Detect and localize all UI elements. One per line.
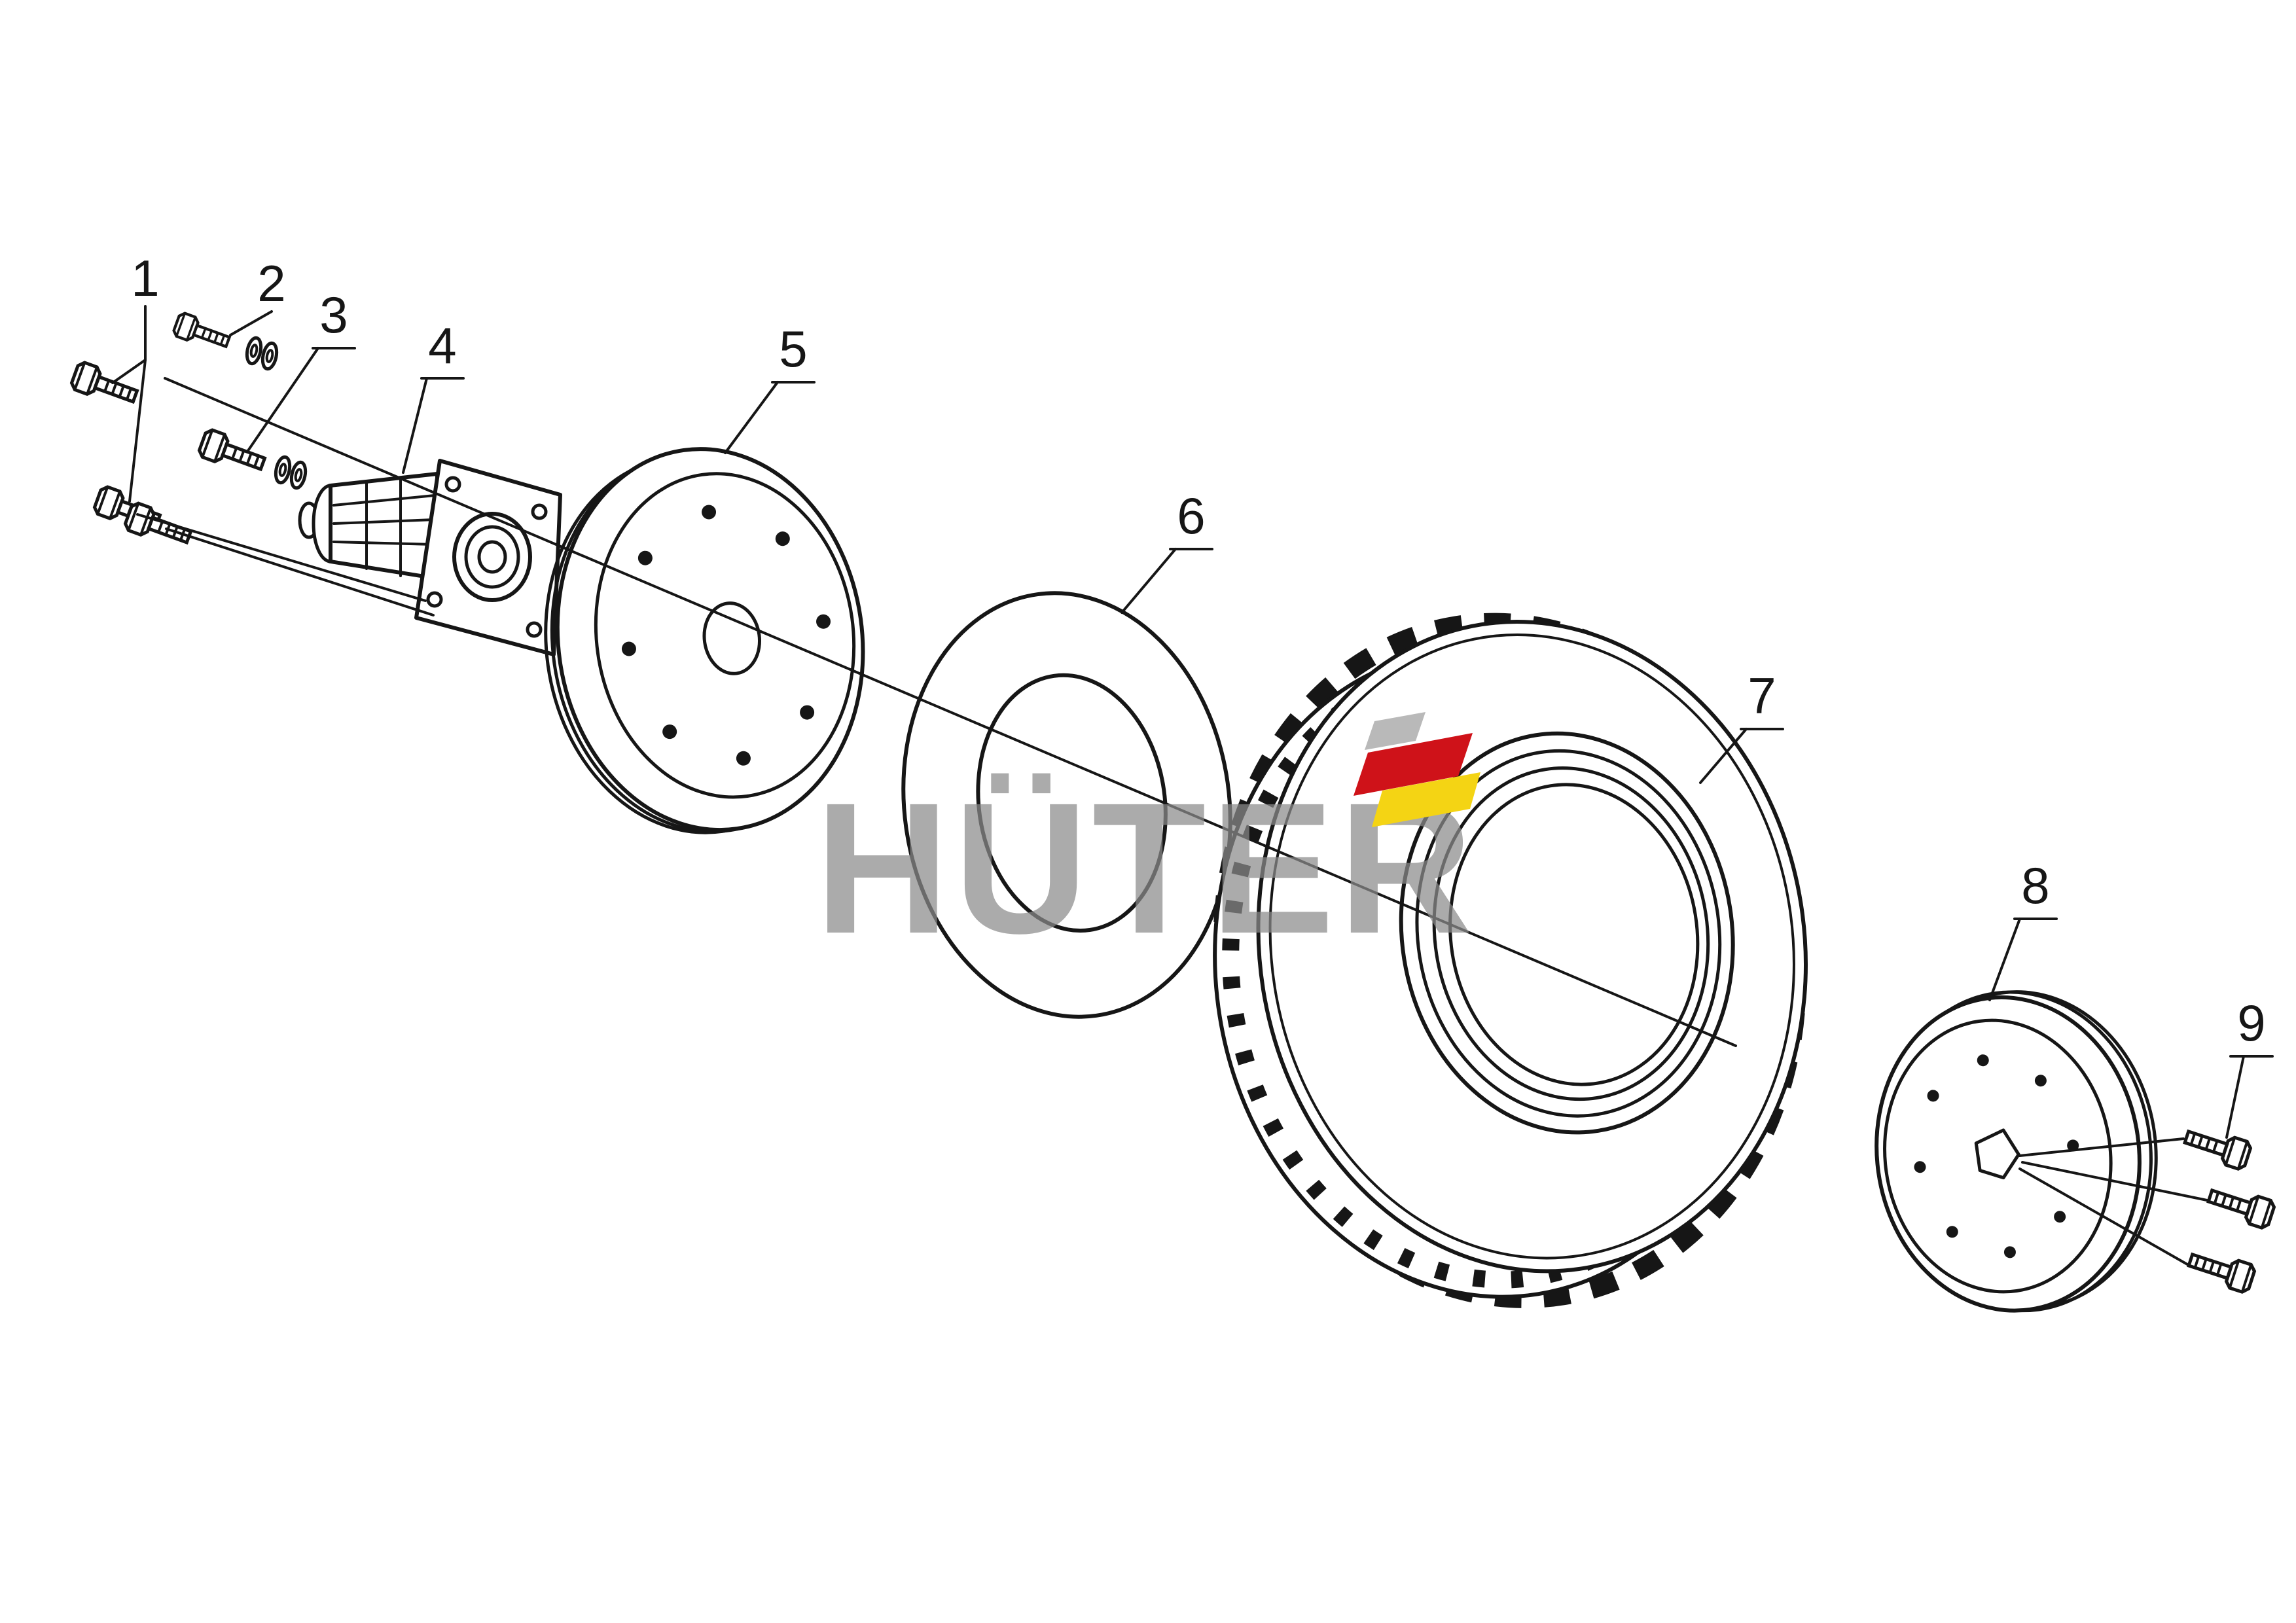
rim-bolt-hole: [775, 531, 790, 546]
part-number: 7: [1748, 667, 1776, 724]
wheel-rim-outer-half: [1874, 990, 2158, 1313]
label-leader-line: [402, 377, 428, 474]
washer-icon: [289, 461, 308, 489]
watermark: HÜTER: [815, 712, 1480, 972]
wheel-rim-inner-half: [544, 447, 865, 834]
watermark-logo-yellow-shape: [1372, 772, 1480, 827]
part-label-7: 7: [1699, 667, 1784, 784]
part-number: 1: [131, 249, 159, 307]
inner-tube-ring: [901, 591, 1232, 1019]
part-number: 2: [257, 255, 285, 312]
rim-bolt-hole: [637, 550, 653, 565]
part-number: 8: [2021, 857, 2049, 914]
part-label-6: 6: [1121, 487, 1213, 614]
axle-housing: [298, 459, 562, 656]
mounting-line: [136, 513, 427, 602]
washer-icon: [274, 455, 292, 484]
rim-bolt-hole: [662, 724, 677, 740]
fastener-set-left: [70, 312, 308, 550]
watermark-text: HÜTER: [815, 764, 1477, 972]
flange-hole: [531, 503, 548, 520]
bolt-leader-line: [2018, 1168, 2189, 1266]
housing-rib: [332, 541, 436, 546]
part-label-3: 3: [246, 286, 356, 453]
label-leader-line: [246, 347, 319, 453]
watermark-logo-red-shape: [1354, 733, 1473, 796]
part-label-5: 5: [724, 320, 816, 454]
rim-bolt-hole: [800, 705, 815, 720]
part-label-8: 8: [1988, 857, 2058, 1001]
hex-bolt-icon: [2206, 1183, 2276, 1230]
label-leader-line: [128, 359, 147, 503]
bolt-leader-line: [2021, 1161, 2208, 1202]
tire-bead-ring: [1415, 749, 1722, 1118]
label-leader-line: [111, 305, 147, 384]
housing-rib: [332, 494, 436, 507]
rim-bolt-hole: [2034, 1075, 2047, 1087]
assembly-lines: [136, 377, 2208, 1266]
ring-inner-edge: [976, 673, 1168, 933]
axis-line: [164, 377, 1737, 1047]
hex-bolt-icon: [2186, 1247, 2256, 1294]
washer-icon: [260, 342, 279, 370]
rim-bolt-hole: [1927, 1090, 1939, 1102]
mounting-line: [165, 527, 435, 616]
tire-bead-ring: [1432, 766, 1710, 1101]
part-label-9: 9: [2225, 994, 2274, 1139]
part-number: 6: [1177, 487, 1205, 544]
tire-sidewall-contour: [1268, 633, 1795, 1260]
rim-bolt-hole: [1977, 1054, 1989, 1067]
rim-bolt-hole: [1946, 1226, 1958, 1238]
part-number: 9: [2237, 994, 2265, 1052]
bolt-leader-line: [2018, 1137, 2185, 1157]
fastener-set-right: [2182, 1124, 2276, 1294]
flange-hole: [426, 591, 443, 608]
rim-bolt-hole: [1914, 1161, 1926, 1173]
part-number: 3: [319, 286, 348, 344]
flange-hole: [444, 476, 461, 493]
hex-bolt-icon: [70, 361, 140, 410]
part-label-4: 4: [402, 317, 465, 474]
hex-bolt-icon: [172, 312, 232, 353]
washer-icon: [245, 336, 263, 365]
part-label-2: 2: [229, 255, 286, 336]
rim-bolt-hole: [621, 641, 636, 656]
rim-bolt-hole: [702, 505, 717, 520]
tire-bead-ring: [1448, 783, 1700, 1086]
housing-cylinder-body: [329, 471, 439, 581]
part-number: 5: [779, 320, 807, 378]
rim-center-hole: [702, 601, 762, 675]
flange-hub-bore: [477, 540, 507, 574]
label-leader-line: [1699, 728, 1748, 784]
rim-bolt-hole: [2067, 1139, 2079, 1152]
hex-bolt-icon: [2182, 1124, 2252, 1171]
rim-bolt-hole: [2003, 1246, 2016, 1258]
flange-hole: [526, 621, 543, 638]
hex-bolt-icon: [124, 501, 194, 550]
rim-bolt-hole: [816, 614, 831, 629]
label-leader-line: [2225, 1055, 2245, 1139]
label-leader-line: [229, 310, 273, 336]
rim-bolt-hole: [2054, 1211, 2066, 1223]
label-leader-line: [724, 381, 779, 454]
label-leader-line: [1988, 918, 2021, 1001]
label-leader-line: [1121, 548, 1177, 614]
part-labels: 1 2 3 4 5 6 7: [111, 249, 2274, 1139]
rim-bolt-hole: [736, 751, 751, 766]
rim-center-hole: [1974, 1128, 2020, 1180]
watermark-logo-gray-shape: [1365, 712, 1426, 750]
flange-hub-mid: [464, 525, 520, 589]
housing-rib: [332, 518, 436, 525]
part-label-1: 1: [111, 249, 160, 503]
part-number: 4: [428, 317, 456, 374]
